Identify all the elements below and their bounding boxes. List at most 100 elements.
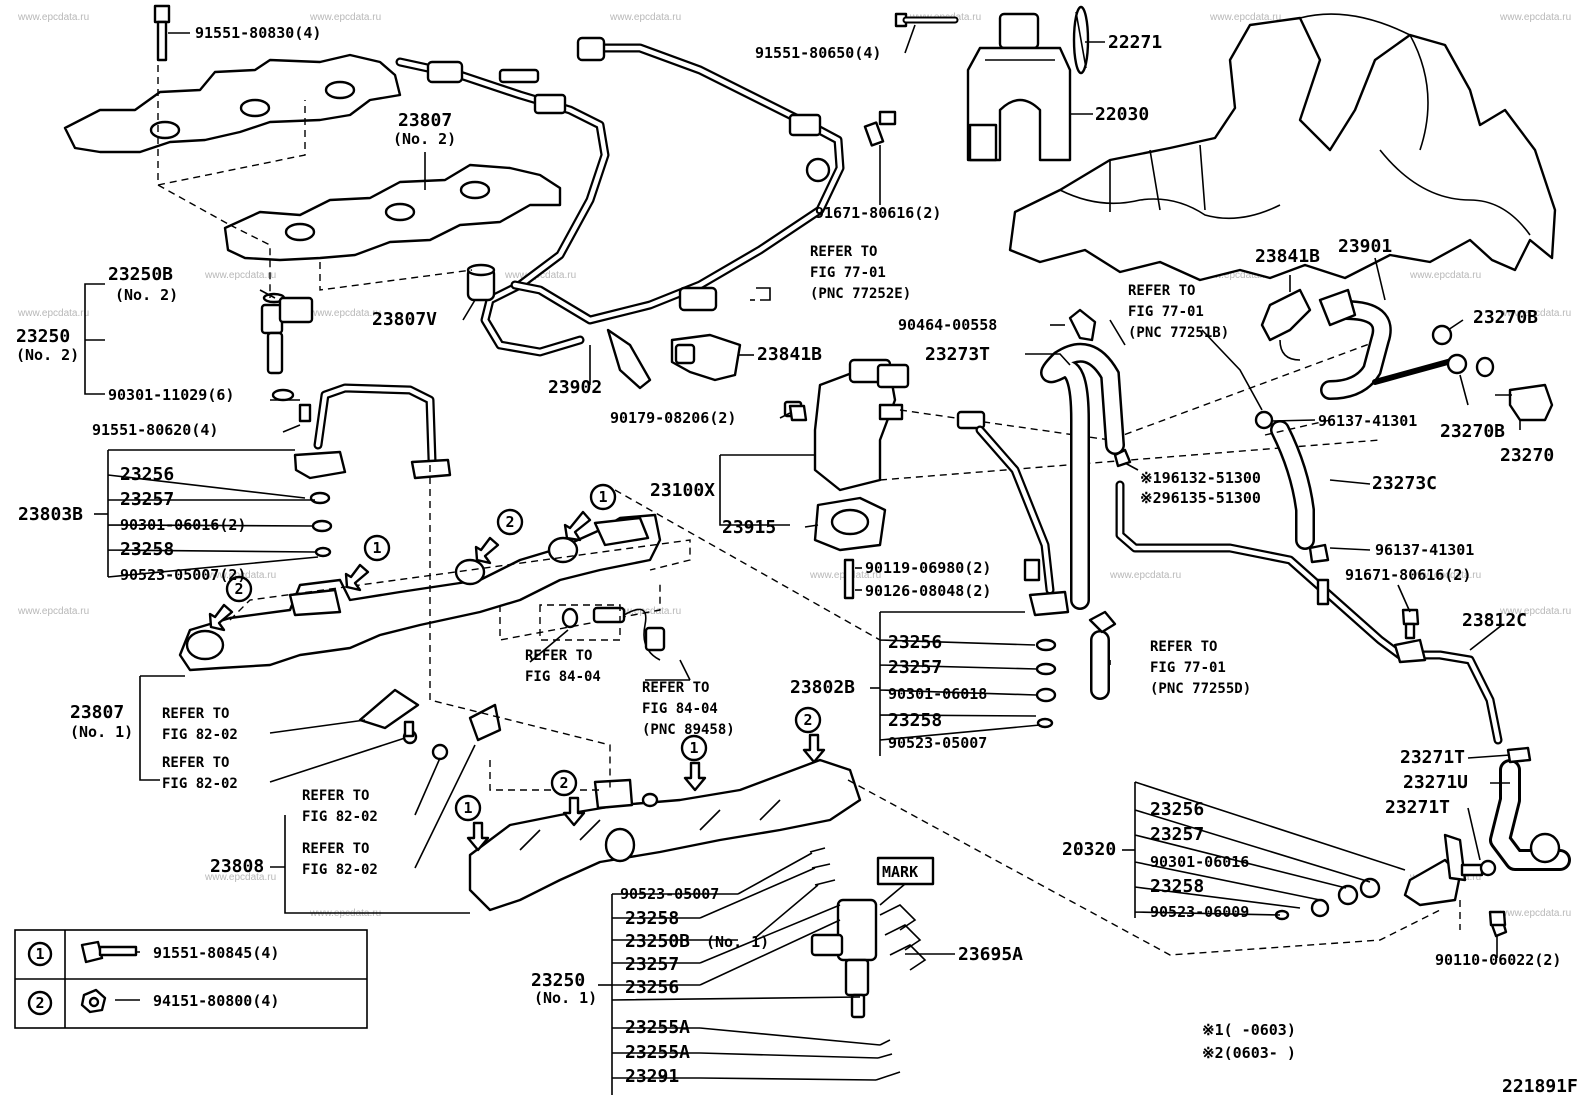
- part-label: 23901: [1338, 236, 1392, 257]
- part-label: 90464-00558: [898, 316, 997, 334]
- part-label: (No. 1): [706, 933, 769, 951]
- watermark: www.epcdata.ru: [17, 12, 89, 23]
- callout-markers: 1 2 1 2 1 2 1: [208, 483, 826, 852]
- part-label: 23802B: [790, 677, 855, 698]
- part-label: ※296135-51300: [1140, 489, 1261, 507]
- refer-note: REFER TO: [525, 648, 592, 664]
- fuel-rail-no1: [178, 513, 691, 672]
- part-label: 23902: [548, 377, 602, 398]
- marker-label: 2: [803, 711, 812, 729]
- part-label: 90523-05007: [888, 734, 987, 752]
- refer-note: REFER TO: [302, 841, 369, 857]
- refer-note: FIG 77-01: [1128, 304, 1204, 320]
- refer-note: (PNC 77251B): [1128, 325, 1229, 341]
- hose-23901: [1260, 288, 1392, 400]
- delivery-pipe-23802B: [843, 425, 1070, 729]
- part-label: 90301-06018: [888, 685, 987, 703]
- part-label: 23257: [888, 657, 942, 678]
- part-label: 23255A: [625, 1017, 690, 1038]
- cushion: [466, 263, 496, 302]
- part-label: ※196132-51300: [1140, 469, 1261, 487]
- watermark: www.epcdata.ru: [17, 606, 89, 617]
- part-label: (No. 1): [534, 989, 597, 1007]
- fuel-return-pipe: [1115, 480, 1503, 745]
- refer-note: REFER TO: [642, 680, 709, 696]
- marker-label: 1: [689, 739, 698, 757]
- part-label: 23807V: [372, 309, 437, 330]
- part-label: 23270: [1500, 445, 1554, 466]
- part-label: 23270B: [1440, 421, 1505, 442]
- circled-number-marker: 1: [454, 794, 482, 822]
- connector-23841B: [670, 333, 742, 382]
- watermark: www.epcdata.ru: [1499, 308, 1571, 319]
- part-label: 23270B: [1473, 307, 1538, 328]
- fuel-rail-no2: [63, 53, 610, 357]
- throttle-body: [966, 5, 1090, 162]
- injector-no2: [260, 292, 314, 402]
- part-label: 23291: [625, 1066, 679, 1087]
- hose-clip: [1068, 308, 1097, 342]
- part-label: 23255A: [625, 1042, 690, 1063]
- part-label: 91551-80620(4): [92, 421, 218, 439]
- part-label: 90523-06009: [1150, 903, 1249, 921]
- watermark: www.epcdata.ru: [1409, 570, 1481, 581]
- part-label: 96137-41301: [1318, 412, 1417, 430]
- refer-note: FIG 77-01: [1150, 660, 1226, 676]
- part-label: 23258: [120, 539, 174, 560]
- circled-number-marker: 2: [794, 706, 822, 734]
- intake-manifold: [1008, 13, 1557, 282]
- refer-note: REFER TO: [1128, 283, 1195, 299]
- part-label: 91551-80830(4): [195, 24, 321, 42]
- part-label: 90301-11029(6): [108, 386, 234, 404]
- refer-note: (PNC 77255D): [1150, 681, 1251, 697]
- part-label: 23271U: [1403, 772, 1468, 793]
- part-label: 91551-80650(4): [755, 44, 881, 62]
- refer-note: REFER TO: [810, 244, 877, 260]
- circled-number-marker: 2: [225, 575, 253, 603]
- delivery-pipe: [293, 383, 452, 558]
- part-label: 23915: [722, 517, 776, 538]
- assembly-dashes: [157, 65, 1461, 956]
- watermark: www.epcdata.ru: [1499, 12, 1571, 23]
- part-labels: 91551-80830(4) 23807 (No. 2) 23250B (No.…: [16, 24, 1578, 1097]
- watermark: www.epcdata.ru: [1199, 270, 1271, 281]
- marker-label: 1: [598, 488, 607, 506]
- marker-label: 2: [234, 580, 243, 598]
- bolt: [894, 12, 959, 28]
- part-label: 20320: [1062, 839, 1116, 860]
- watermark: www.epcdata.ru: [1499, 908, 1571, 919]
- legend-marker: 1: [35, 945, 44, 963]
- part-label: 23271T: [1400, 747, 1465, 768]
- part-label: (No. 2): [16, 346, 79, 364]
- refer-note: FIG 84-04: [525, 669, 601, 685]
- illustrations: 1 2 1 2 1 2 1: [63, 4, 1571, 1095]
- part-label: 23258: [625, 908, 679, 929]
- watermark: www.epcdata.ru: [309, 308, 381, 319]
- refer-note: (PNC 89458): [642, 722, 735, 738]
- part-label: 23273T: [925, 344, 990, 365]
- part-label: 23250B: [108, 264, 173, 285]
- part-label: 90110-06022(2): [1435, 951, 1561, 969]
- fuel-rail-lower: [468, 758, 862, 912]
- part-label: 23695A: [958, 944, 1023, 965]
- fuel-pipe: [510, 36, 845, 390]
- part-label: 91671-80616(2): [1345, 566, 1471, 584]
- brackets: [358, 688, 502, 761]
- fastener-legend: 1 2: [14, 929, 368, 1029]
- part-label: 91551-80845(4): [153, 944, 279, 962]
- part-label: (No. 2): [393, 130, 456, 148]
- part-label: 90126-08048(2): [865, 582, 991, 600]
- marker-label: 2: [505, 513, 514, 531]
- refer-note: (PNC 77252E): [810, 286, 911, 302]
- watermark: www.epcdata.ru: [204, 872, 276, 883]
- hose-23273C: [1254, 410, 1330, 564]
- part-label: 23256: [1150, 799, 1204, 820]
- part-label: 23257: [1150, 824, 1204, 845]
- part-label: 23250: [16, 326, 70, 347]
- watermark: www.epcdata.ru: [204, 570, 276, 581]
- refer-note: FIG 82-02: [302, 862, 378, 878]
- watermark: www.epcdata.ru: [1499, 606, 1571, 617]
- part-label: 94151-80800(4): [153, 992, 279, 1010]
- part-label: 23258: [1150, 876, 1204, 897]
